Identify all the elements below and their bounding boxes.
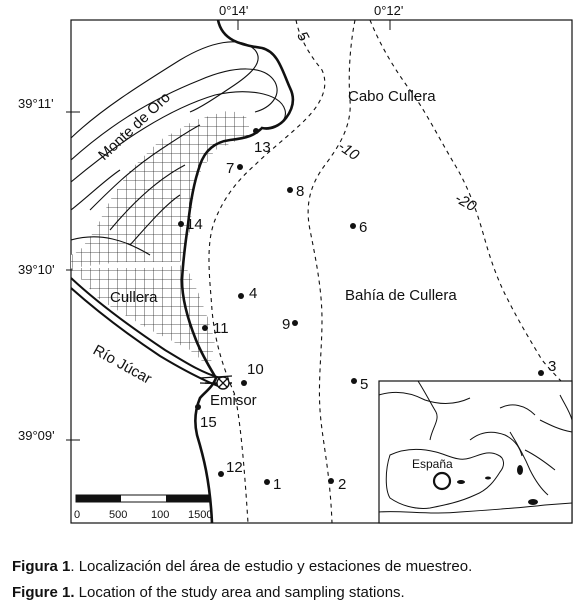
caption-es-text: . Localización del área de estudio y est… bbox=[70, 558, 472, 575]
river-jucar bbox=[71, 277, 221, 379]
place-label-bahia: Bahía de Cullera bbox=[345, 287, 457, 304]
station-dot bbox=[238, 293, 244, 299]
station-label: 14 bbox=[186, 216, 203, 233]
place-label-cabo: Cabo Cullera bbox=[348, 88, 436, 105]
inset-map bbox=[378, 380, 573, 524]
station-dot bbox=[178, 221, 184, 227]
coord-label-left: 39°10' bbox=[18, 262, 55, 277]
station-dot bbox=[538, 370, 544, 376]
inset-country-label: España bbox=[412, 457, 453, 471]
station-dot bbox=[237, 164, 243, 170]
station-label: 6 bbox=[359, 219, 367, 236]
bathymetry-contours bbox=[208, 20, 572, 523]
station-dot bbox=[328, 478, 334, 484]
coord-label-top: 0°12' bbox=[374, 3, 403, 18]
station-label: 2 bbox=[338, 476, 346, 493]
station-label: 9 bbox=[282, 316, 290, 333]
station-label: 5 bbox=[360, 376, 368, 393]
caption-en-text: Location of the study area and sampling … bbox=[75, 584, 405, 601]
caption-es: Figura 1. Localización del área de estud… bbox=[12, 558, 472, 575]
station-dot bbox=[253, 128, 259, 134]
place-label-rio: Río Júcar bbox=[90, 342, 154, 388]
station-label: 7 bbox=[226, 160, 234, 177]
station-dot bbox=[350, 223, 356, 229]
scale-label: 100 bbox=[151, 509, 169, 521]
outfall-symbol bbox=[216, 376, 230, 390]
river-jucar bbox=[71, 287, 219, 387]
station-label: 13 bbox=[254, 139, 271, 156]
station-dot bbox=[218, 471, 224, 477]
station-dot bbox=[287, 187, 293, 193]
station-label: 3 bbox=[548, 358, 556, 375]
station-label: 15 bbox=[200, 414, 217, 431]
scale-label: 500 bbox=[109, 509, 127, 521]
station-label: 10 bbox=[247, 361, 264, 378]
scale-bar bbox=[75, 494, 211, 503]
scale-label: 1500 bbox=[188, 509, 212, 521]
station-dot bbox=[264, 479, 270, 485]
station-label: 8 bbox=[296, 183, 304, 200]
station-dot bbox=[292, 320, 298, 326]
scale-label: 0 bbox=[74, 509, 80, 521]
caption-es-bold: Figura 1 bbox=[12, 558, 70, 575]
stations: 1 2 3 4 5 6 7 8 9 10 11 12 13 14 15 bbox=[178, 128, 556, 493]
depth-label: 5 bbox=[293, 29, 312, 45]
coord-label-left: 39°09' bbox=[18, 428, 55, 443]
place-label-emisor: Emisor bbox=[210, 392, 257, 409]
caption-en: Figure 1. Location of the study area and… bbox=[12, 584, 405, 601]
station-label: 12 bbox=[226, 459, 243, 476]
station-dot bbox=[351, 378, 357, 384]
map-frame bbox=[70, 19, 573, 524]
station-label: 11 bbox=[213, 320, 229, 337]
depth-label: -10 bbox=[335, 138, 363, 165]
station-label: 1 bbox=[273, 476, 281, 493]
station-dot bbox=[202, 325, 208, 331]
coord-label-left: 39°11' bbox=[18, 96, 54, 111]
depth-label: -20 bbox=[452, 190, 480, 216]
coord-label-top: 0°14' bbox=[219, 3, 248, 18]
station-label: 4 bbox=[249, 285, 257, 302]
coastline bbox=[180, 20, 295, 523]
place-label-cullera: Cullera bbox=[110, 289, 158, 306]
urban-area bbox=[71, 110, 250, 368]
caption-en-bold: Figure 1. bbox=[12, 584, 75, 601]
station-dot bbox=[195, 404, 201, 410]
station-dot bbox=[241, 380, 247, 386]
